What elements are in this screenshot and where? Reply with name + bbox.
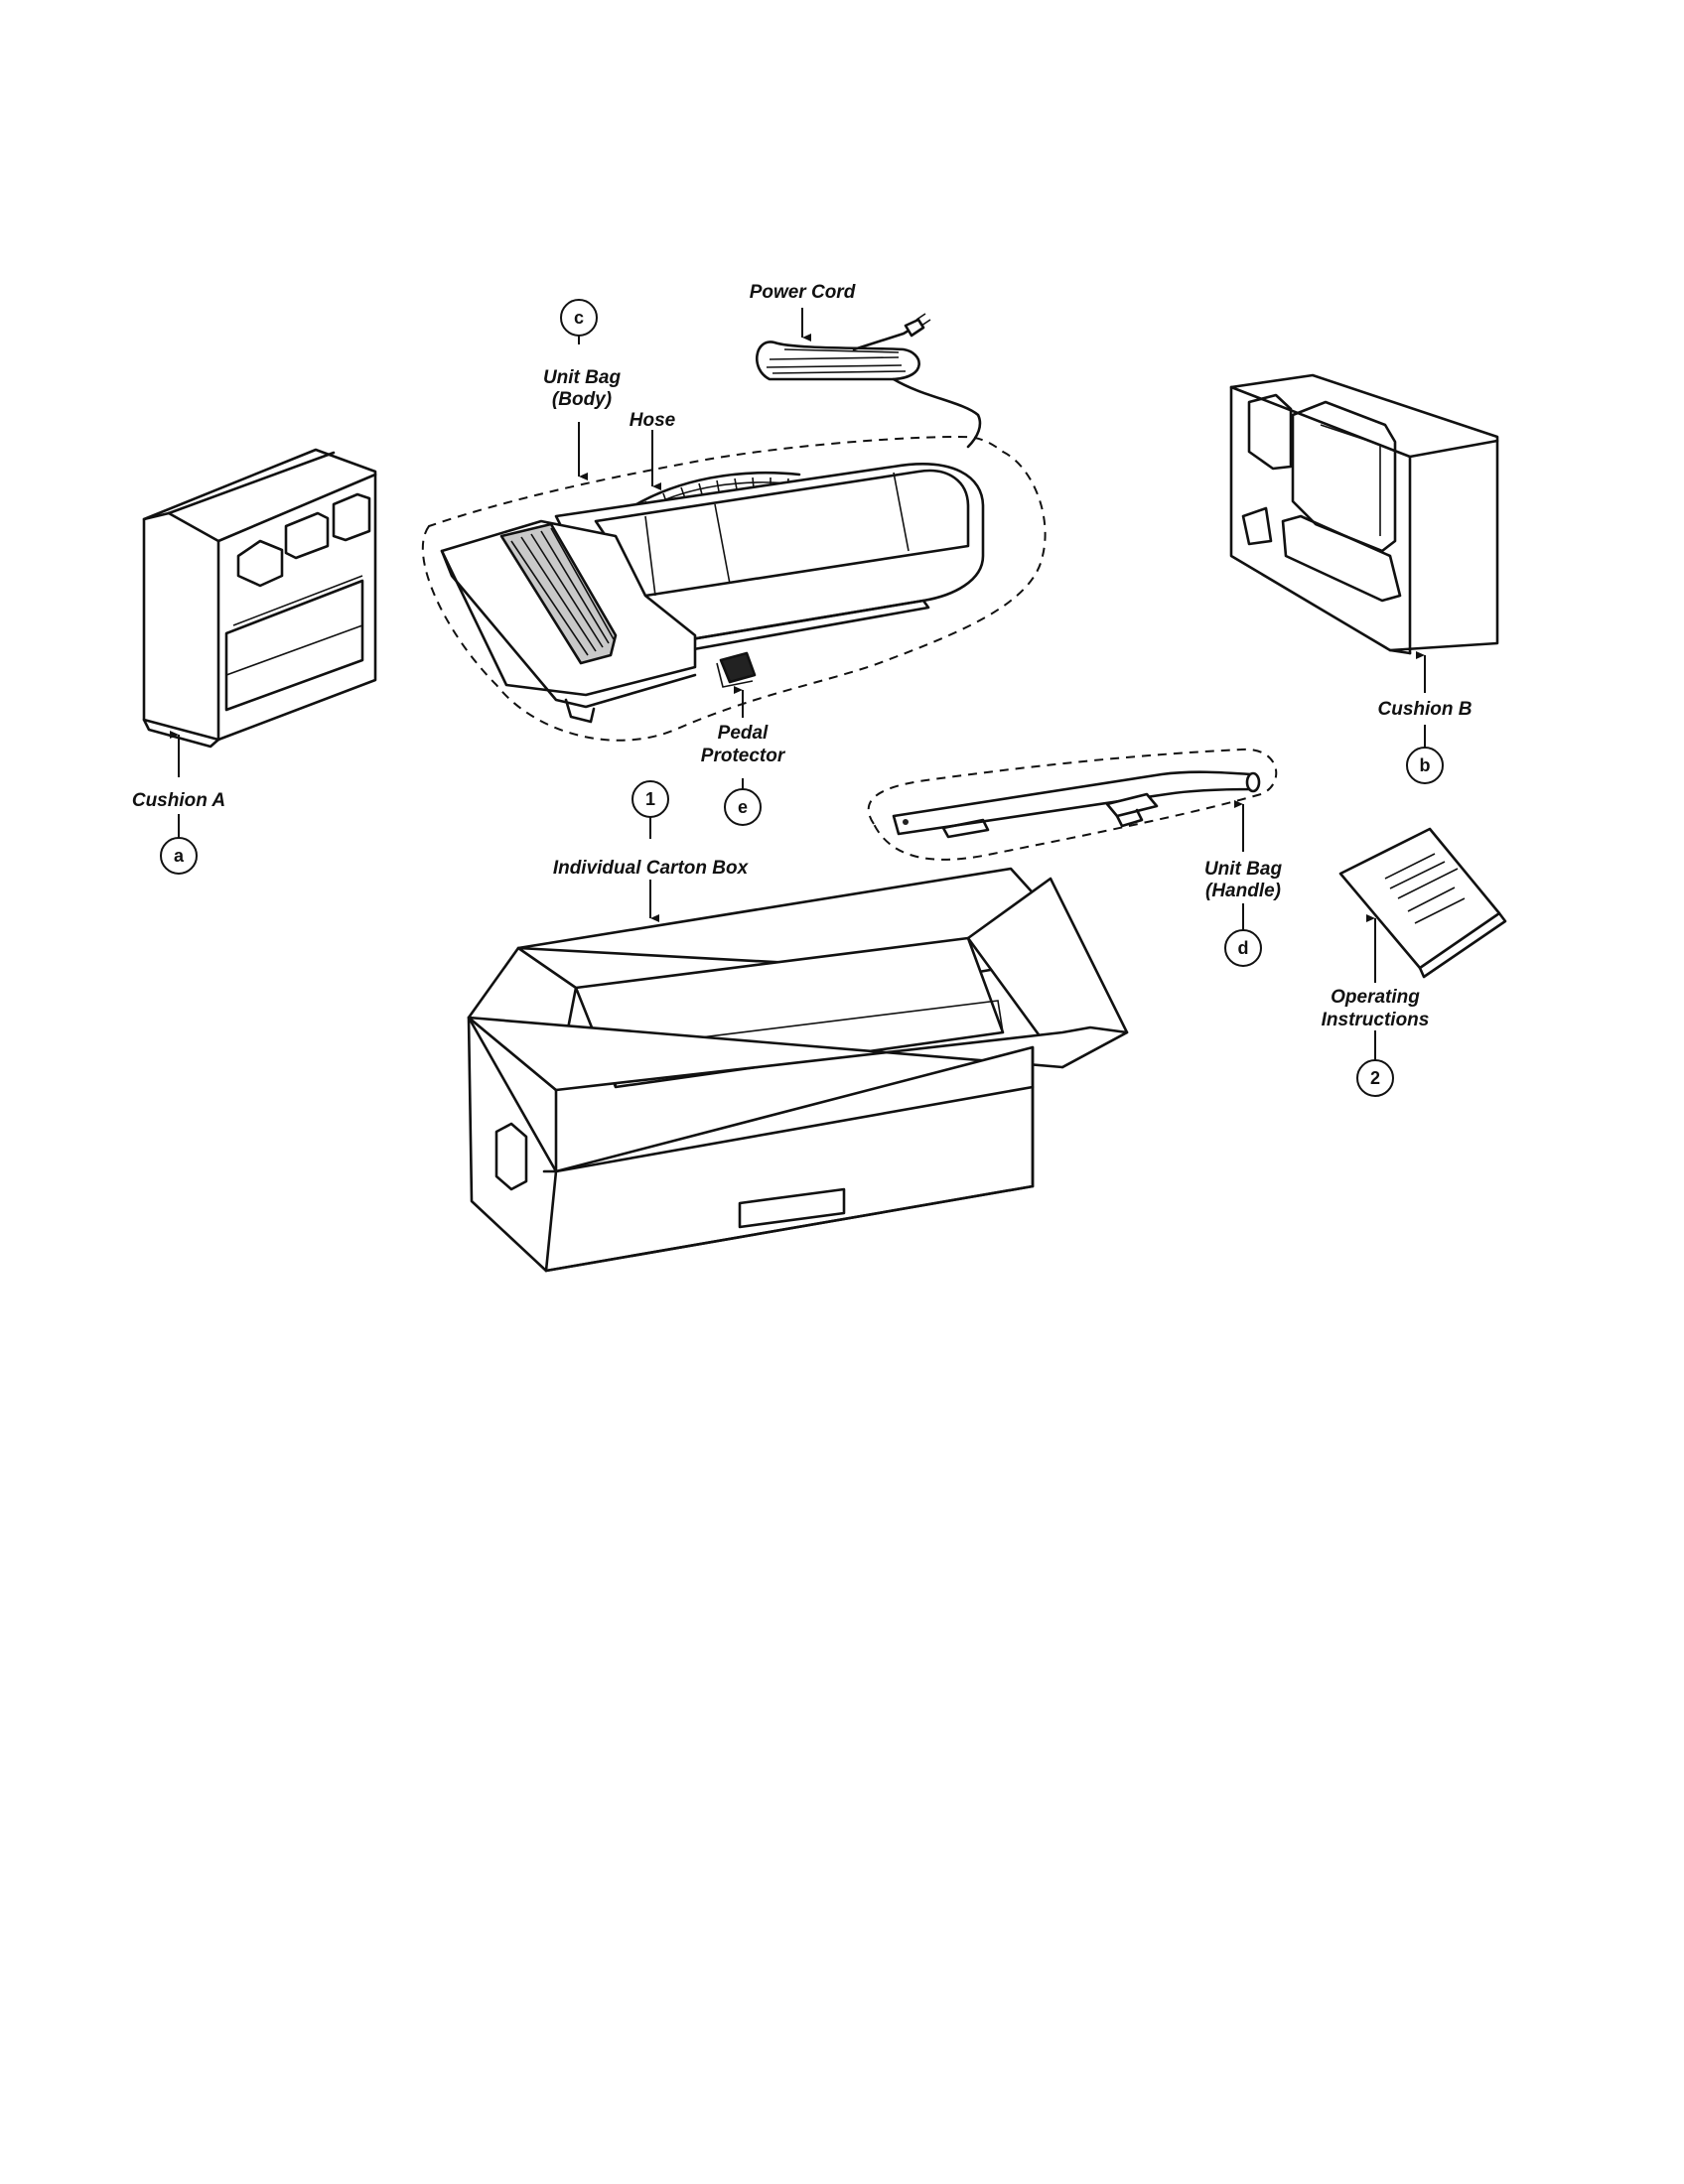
label-cushion-b: Cushion B xyxy=(1378,699,1473,720)
label-pedal-protector-2: Protector xyxy=(701,746,786,766)
svg-text:c: c xyxy=(574,308,584,328)
operating-instructions-drawing xyxy=(1338,827,1507,979)
handle-drawing xyxy=(867,748,1278,861)
label-unit-bag-body-2: (Body) xyxy=(552,389,612,410)
label-unit-bag-body-1: Unit Bag xyxy=(543,367,622,388)
callout-1: 1 xyxy=(632,780,669,818)
callout-e: e xyxy=(724,788,762,826)
label-hose: Hose xyxy=(630,410,676,431)
power-cord-drawing xyxy=(755,313,982,449)
svg-text:d: d xyxy=(1238,938,1249,958)
carton-box-drawing xyxy=(467,867,1129,1273)
vacuum-body-drawing xyxy=(421,435,1047,742)
svg-text:e: e xyxy=(738,797,748,817)
callout-d: d xyxy=(1224,929,1262,967)
svg-text:b: b xyxy=(1420,755,1431,775)
svg-text:a: a xyxy=(174,846,185,866)
callout-a: a xyxy=(160,837,198,875)
cushion-a-drawing xyxy=(142,448,377,749)
label-operating-instructions-1: Operating xyxy=(1331,987,1420,1008)
label-power-cord: Power Cord xyxy=(750,282,856,303)
label-cushion-a: Cushion A xyxy=(132,790,225,811)
label-operating-instructions-2: Instructions xyxy=(1322,1010,1430,1030)
svg-text:2: 2 xyxy=(1370,1068,1380,1088)
svg-text:1: 1 xyxy=(645,789,655,809)
label-individual-carton-box: Individual Carton Box xyxy=(553,858,750,879)
callout-b: b xyxy=(1406,747,1444,784)
callout-c: c xyxy=(560,299,598,337)
label-unit-bag-handle-1: Unit Bag xyxy=(1204,859,1283,880)
callout-2: 2 xyxy=(1356,1059,1394,1097)
leader-lines xyxy=(170,308,1426,1060)
label-unit-bag-handle-2: (Handle) xyxy=(1205,881,1281,901)
cushion-b-drawing xyxy=(1229,373,1499,655)
label-pedal-protector-1: Pedal xyxy=(718,723,769,744)
